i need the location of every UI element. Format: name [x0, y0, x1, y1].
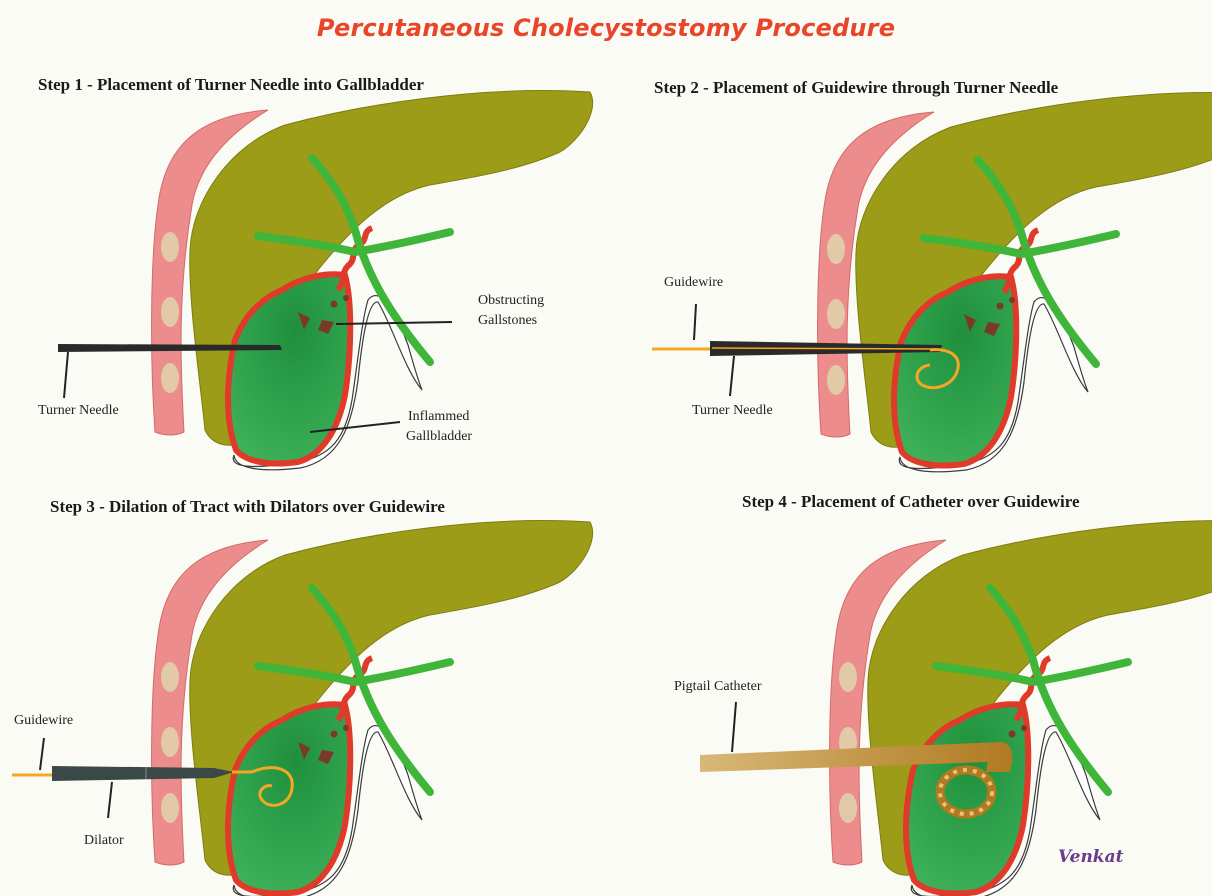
label-dilator: Dilator: [84, 833, 124, 848]
label-gallbladder: Gallbladder: [406, 429, 472, 444]
label-gallstones: Gallstones: [478, 313, 537, 328]
label-turner-needle: Turner Needle: [38, 403, 119, 418]
label-pigtail-catheter: Pigtail Catheter: [674, 679, 762, 694]
step-1-anatomy: [152, 91, 593, 470]
label-obstructing: Obstructing: [478, 293, 544, 308]
label-inflammed: Inflammed: [408, 409, 469, 424]
label-guidewire: Guidewire: [664, 275, 723, 290]
step-4-panel: Pigtail Catheter Venkat: [674, 521, 1212, 896]
step-2-panel: Guidewire Turner Needle: [652, 93, 1212, 472]
step-3-panel: Guidewire Dilator: [12, 521, 593, 896]
signature: Venkat: [1058, 847, 1124, 867]
label-guidewire: Guidewire: [14, 713, 73, 728]
label-turner-needle: Turner Needle: [692, 403, 773, 418]
step-1-panel: Turner Needle Obstructing Gallstones Inf…: [38, 91, 593, 470]
step-2-anatomy: [818, 93, 1212, 472]
step-4-anatomy: [830, 521, 1212, 896]
step-3-anatomy: [152, 521, 593, 896]
